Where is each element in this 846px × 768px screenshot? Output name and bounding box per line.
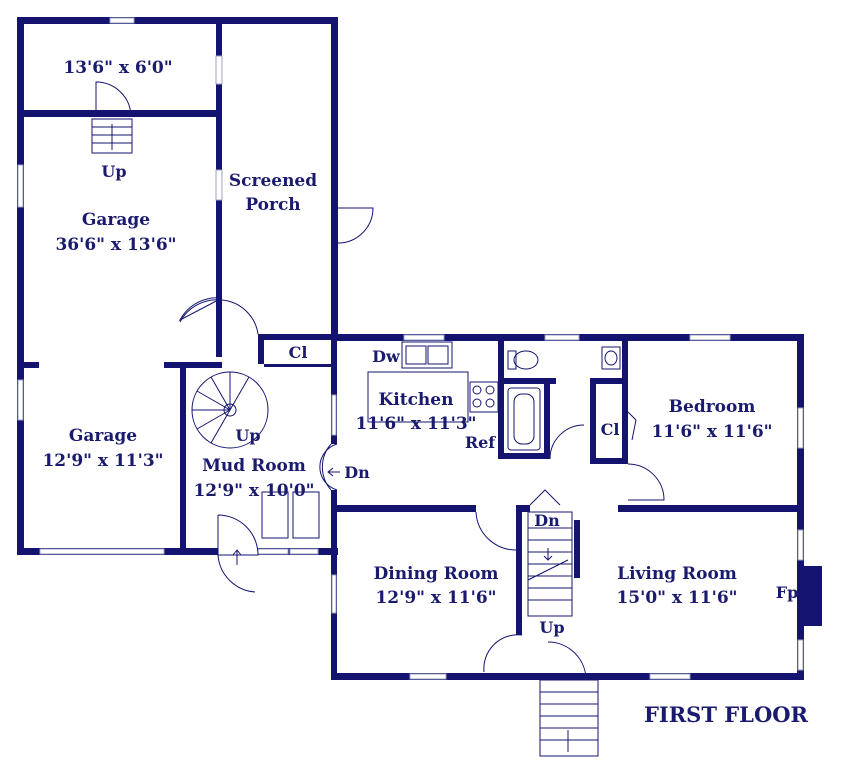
up-stairs-label: Up bbox=[539, 618, 564, 637]
garage-large-name: Garage bbox=[82, 210, 150, 230]
garage-small-name: Garage bbox=[69, 426, 137, 446]
up-garage-label: Up bbox=[101, 162, 126, 181]
page-title: FIRST FLOOR bbox=[644, 702, 809, 727]
room-labels: 13'6" x 6'0" Screened Porch Garage 36'6"… bbox=[42, 58, 772, 608]
living-room-dims: 15'0" x 11'6" bbox=[616, 588, 737, 608]
mud-room-name: Mud Room bbox=[202, 456, 306, 476]
bedroom-name: Bedroom bbox=[669, 397, 756, 417]
windows bbox=[17, 17, 804, 680]
kitchen-name: Kitchen bbox=[379, 390, 454, 410]
refrigerator-label: Ref bbox=[465, 433, 496, 452]
fixture-labels: Up Up Up Dn Dn Cl Cl Dw Ref Fp bbox=[101, 162, 798, 637]
storage-dims: 13'6" x 6'0" bbox=[63, 58, 172, 78]
kitchen-dims: 11'6" x 11'3" bbox=[355, 414, 476, 434]
spiral-stair bbox=[191, 371, 269, 449]
living-room-name: Living Room bbox=[617, 564, 737, 584]
stairs-garage bbox=[91, 118, 133, 154]
up-spiral-label: Up bbox=[235, 426, 260, 445]
screened-porch-name-1: Screened bbox=[229, 171, 317, 191]
doors bbox=[95, 81, 665, 681]
screened-porch-name-2: Porch bbox=[245, 195, 300, 215]
stairs-entry bbox=[539, 679, 599, 757]
garage-large-dims: 36'6" x 13'6" bbox=[55, 235, 176, 255]
garage-small-dims: 12'9" x 11'3" bbox=[42, 451, 163, 471]
closet-bed-label: Cl bbox=[601, 420, 620, 439]
mud-room-dims: 12'9" x 10'0" bbox=[193, 481, 314, 501]
stairs-main bbox=[527, 489, 573, 617]
dn-stairs-label: Dn bbox=[534, 511, 560, 530]
closet-mud-label: Cl bbox=[289, 343, 308, 362]
dining-room-name: Dining Room bbox=[374, 564, 499, 584]
dn-mud-label: Dn bbox=[344, 463, 370, 482]
direction-arrows bbox=[232, 467, 553, 565]
fixtures bbox=[261, 341, 621, 539]
dishwasher-label: Dw bbox=[372, 347, 401, 366]
dining-room-dims: 12'9" x 11'6" bbox=[375, 588, 496, 608]
fireplace-label: Fp bbox=[776, 583, 799, 602]
bedroom-dims: 11'6" x 11'6" bbox=[651, 422, 772, 442]
